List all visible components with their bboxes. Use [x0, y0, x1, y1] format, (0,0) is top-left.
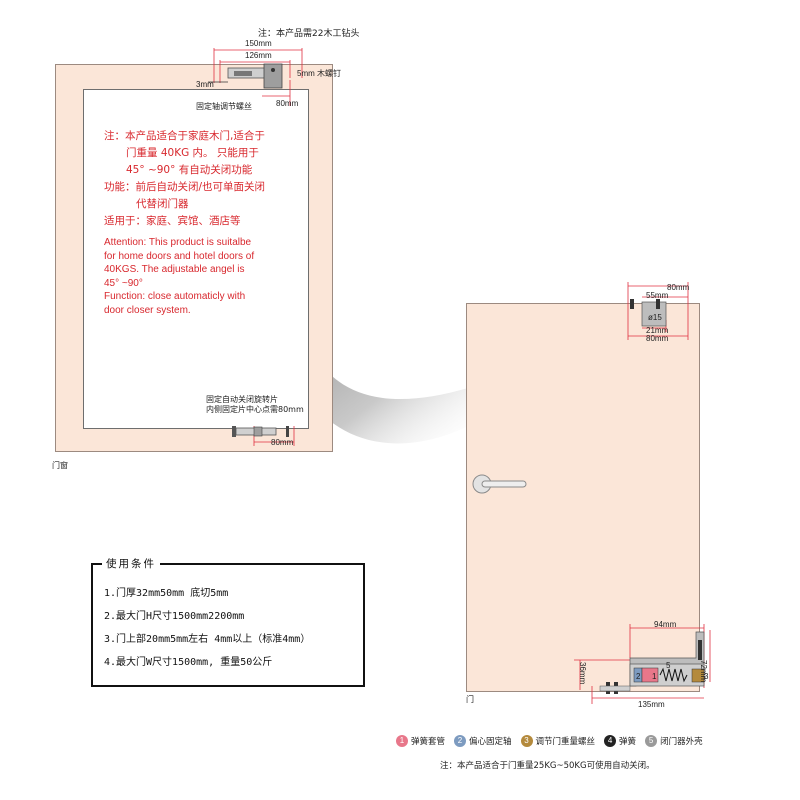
dim-72mm: 72mm — [699, 660, 708, 683]
legend-footnote: 注：本产品适合于门重量25KG~50KG可使用自动关闭。 — [440, 761, 655, 771]
legend-badge-4: 4 — [604, 735, 617, 747]
dim-5mm-screw: 5mm 木螺钉 — [297, 69, 341, 78]
dim-3mm: 3mm — [196, 80, 214, 89]
note-en-line: Attention: This product is suitalbe — [104, 237, 252, 248]
dim-36mm: 36mm — [578, 662, 587, 685]
note-cn-line: 45° ~90° 有自动关闭功能 — [126, 164, 253, 176]
dim-126mm: 126mm — [245, 51, 272, 60]
note-en-line: door closer system. — [104, 304, 191, 316]
legend-label: 闭门器外壳 — [660, 737, 703, 747]
door-panel-inner — [83, 89, 309, 429]
conditions-box — [91, 563, 365, 687]
note-en-line: for home doors and hotel doors of — [104, 250, 255, 262]
legend-item-spring-sleeve: 1 弹簧套管 — [396, 735, 445, 747]
legend-label: 弹簧 — [619, 737, 637, 747]
door-label: 门 — [466, 695, 474, 704]
condition-item: 4.最大门W尺寸1500mm, 重量50公斤 — [104, 657, 273, 668]
label-bottom-line2: 内侧固定片中心点需80mm — [206, 405, 304, 414]
mech-num-1: 1 — [652, 672, 657, 681]
frame-label: 门窗 — [52, 461, 68, 470]
dim-right-21: 21mm — [646, 326, 669, 335]
condition-item: 3.门上部20mm5mm左右 4mm以上（标准4mm） — [104, 634, 311, 645]
right-door-panel — [466, 303, 700, 692]
dim-135mm: 135mm — [638, 700, 665, 709]
dim-right-55: 55mm — [646, 291, 669, 300]
dim-80mm-top: 80mm — [276, 99, 299, 108]
note-cn-line: 适用于：家庭、宾馆、酒店等 — [104, 215, 241, 227]
condition-item: 2.最大门H尺寸1500mm2200mm — [104, 611, 245, 622]
legend-label: 调节门重量螺丝 — [535, 737, 596, 747]
legend-label: 弹簧套管 — [411, 737, 446, 747]
legend-item-eccentric-axis: 2 偏心固定轴 — [454, 735, 512, 747]
mech-num-3: 3 — [704, 672, 709, 681]
dim-phi15: ø15 — [648, 313, 662, 322]
notes-cn: 注：本产品适合于家庭木门,适合于 门重量 40KG 内。 只能用于 45° ~9… — [104, 128, 265, 230]
top-hinge-dimension-lines — [208, 48, 303, 106]
legend-item-spring: 4 弹簧 — [604, 735, 636, 747]
condition-item: 1.门厚32mm50mm 底切5mm — [104, 588, 229, 599]
door-handle-icon — [472, 474, 527, 494]
legend: 1 弹簧套管 2 偏心固定轴 3 调节门重量螺丝 4 弹簧 5 闭门器外壳 — [396, 735, 703, 747]
legend-badge-1: 1 — [396, 735, 408, 747]
dim-right-80b: 80mm — [646, 334, 669, 343]
label-fixed-axis-screw: 固定轴调节螺丝 — [196, 102, 252, 111]
note-cn-line: 代替闭门器 — [136, 198, 189, 210]
dim-150mm: 150mm — [245, 39, 272, 48]
note-en-line: Function: close automaticly with — [104, 291, 246, 302]
legend-badge-5: 5 — [645, 735, 658, 747]
top-note: 注：本产品需22木工钻头 — [258, 29, 360, 39]
legend-item-weight-screw: 3 调节门重量螺丝 — [520, 735, 596, 747]
note-cn-line: 功能：前后自动关闭/也可单面关闭 — [104, 181, 266, 193]
note-cn-line: 注：本产品适合于家庭木门,适合于 — [104, 130, 265, 142]
legend-item-closer-shell: 5 闭门器外壳 — [645, 735, 703, 747]
bottom-closer-mechanism — [574, 624, 711, 704]
conditions-title: 使用条件 — [102, 556, 160, 571]
note-cn-line: 门重量 40KG 内。 只能用于 — [126, 147, 259, 159]
note-en-line: 45° ~90° — [104, 277, 143, 289]
legend-label: 偏心固定轴 — [469, 737, 512, 747]
dim-right-top-80: 80mm — [667, 283, 690, 292]
legend-badge-2: 2 — [454, 735, 467, 747]
mech-num-2: 2 — [636, 672, 641, 681]
top-pivot-detail — [627, 282, 689, 340]
label-bottom-line1: 固定自动关闭旋转片 — [206, 395, 278, 404]
dim-94mm: 94mm — [654, 620, 677, 629]
notes-en: Attention: This product is suitalbe for … — [104, 236, 254, 317]
mech-num-5: 5 — [666, 661, 671, 670]
legend-badge-3: 3 — [520, 735, 533, 747]
note-en-line: 40KGS. The adjustable angel is — [104, 264, 245, 275]
bottom-hinge-graphic — [232, 426, 295, 446]
dim-80mm-bottom: 80mm — [271, 438, 294, 447]
